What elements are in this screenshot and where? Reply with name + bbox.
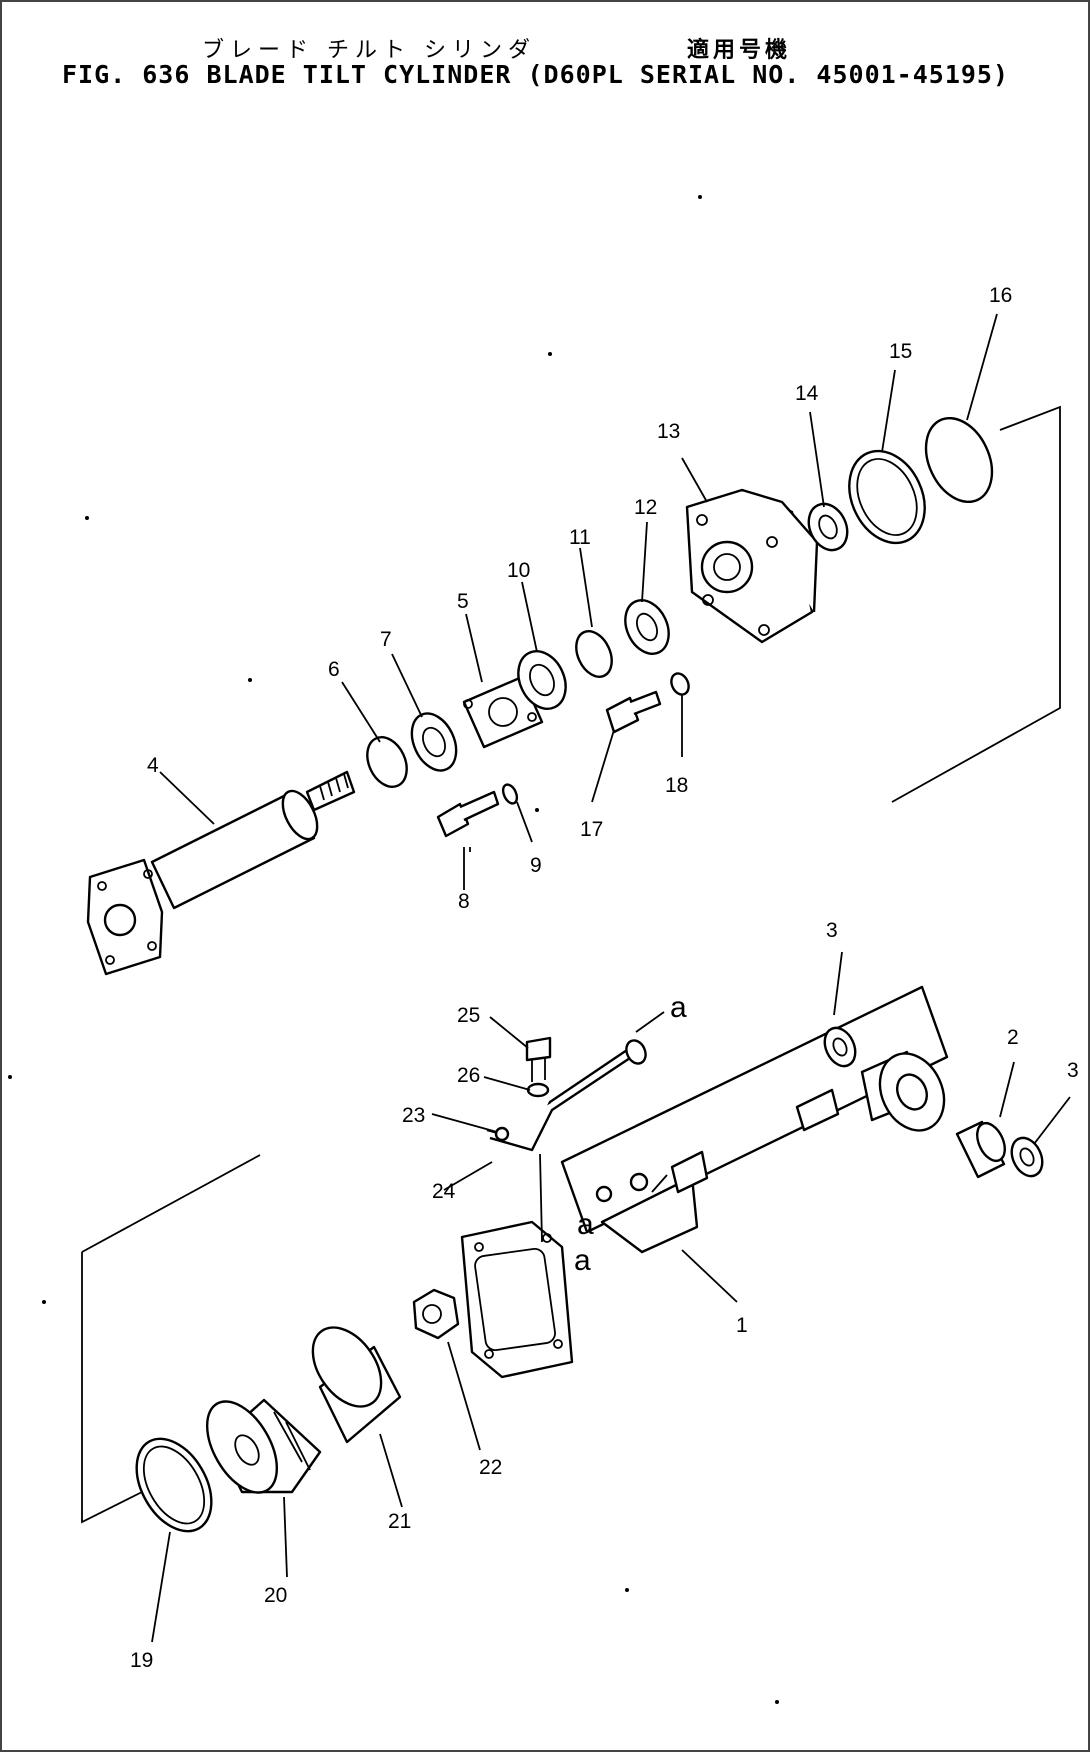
bushing-2 (955, 1120, 1006, 1179)
lower-boundary-lines (81, 1154, 261, 1524)
callout-part-5: 5 (457, 590, 469, 613)
callout-part-3-right: 3 (1067, 1059, 1079, 1082)
callout-part-4: 4 (147, 754, 159, 777)
seal-10 (517, 650, 567, 710)
callout-part-9: 9 (530, 854, 542, 877)
callout-part-18: 18 (665, 774, 688, 797)
cylinder-head-13 (685, 488, 819, 644)
part-callouts: 1 2 3 3 4 5 6 7 8 9 10 11 12 13 14 15 16… (130, 284, 1079, 1672)
scan-specks (8, 195, 779, 1704)
callout-part-19: 19 (130, 1649, 153, 1672)
callout-part-12: 12 (634, 496, 657, 519)
washer-26 (526, 1082, 550, 1098)
bushing-7 (410, 712, 458, 772)
japanese-title: ブレード チルト シリンダ (202, 38, 536, 63)
callout-part-2: 2 (1007, 1026, 1019, 1049)
callout-part-15: 15 (889, 340, 912, 363)
japanese-applicable-label: 適用号機 (687, 38, 792, 63)
wear-ring-21 (311, 1326, 402, 1444)
backup-ring-15 (848, 449, 926, 545)
figure-title: FIG. 636 BLADE TILT CYLINDER (D60PL SERI… (62, 60, 1010, 89)
piston-20 (205, 1398, 322, 1494)
washer-9 (501, 783, 519, 805)
bushing-14 (807, 502, 849, 552)
callout-part-6: 6 (328, 658, 340, 681)
callout-part-10: 10 (507, 559, 530, 582)
callout-part-26: 26 (457, 1064, 480, 1087)
callout-part-3-top: 3 (826, 919, 838, 942)
callout-part-13: 13 (657, 420, 680, 443)
piston-rod (86, 770, 356, 976)
callout-part-16: 16 (989, 284, 1012, 307)
nut-22 (412, 1288, 460, 1340)
callout-part-8: 8 (458, 890, 470, 913)
callout-part-20: 20 (264, 1584, 287, 1607)
ring-6 (366, 736, 408, 788)
pipe-assembly (486, 1039, 649, 1243)
connection-label-a-middle: a (577, 1208, 594, 1241)
washer-18 (670, 672, 690, 696)
callout-part-25: 25 (457, 1004, 480, 1027)
o-ring-16 (924, 416, 994, 504)
dust-seal-3-right (1010, 1136, 1044, 1178)
gland-cover-5 (462, 675, 544, 749)
bolt-8 (436, 790, 500, 838)
callout-part-11: 11 (569, 526, 591, 549)
connection-label-a-bottom: a (574, 1244, 591, 1277)
callout-part-21: 21 (388, 1510, 411, 1533)
ring-11 (575, 630, 613, 678)
connection-label-a-top: a (670, 991, 687, 1024)
callout-part-14: 14 (795, 382, 819, 405)
callout-part-22: 22 (479, 1456, 502, 1479)
connection-callouts: a a a (574, 991, 687, 1277)
seal-12 (624, 599, 670, 655)
callout-part-23: 23 (402, 1104, 425, 1127)
callout-part-1: 1 (736, 1314, 748, 1337)
leader-lines (151, 313, 1071, 1643)
bolt-17 (605, 690, 662, 734)
dust-seal-3-top (823, 1026, 857, 1068)
callout-part-7: 7 (380, 628, 392, 651)
upper-boundary-lines (891, 405, 1061, 803)
callout-part-24: 24 (432, 1180, 456, 1203)
bolt-25 (525, 1036, 552, 1082)
callout-part-17: 17 (580, 818, 603, 841)
seal-ring-19 (135, 1437, 213, 1533)
